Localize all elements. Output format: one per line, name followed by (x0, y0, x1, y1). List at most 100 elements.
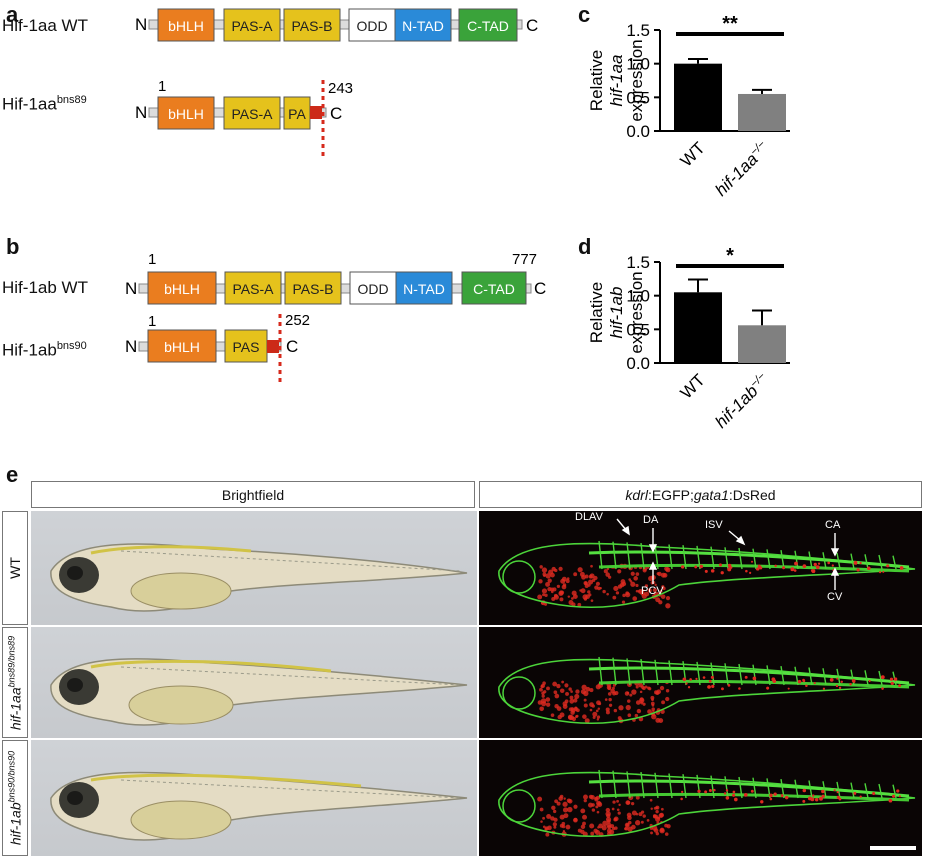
blood-cell-dot (569, 698, 575, 704)
blood-cell-dot (610, 688, 615, 694)
blood-cell-dot (819, 796, 823, 801)
blood-cell-dot (605, 807, 611, 813)
blood-cell-dot (769, 797, 773, 801)
blood-cell-dot (649, 798, 653, 802)
chart-c-category-label-1: hif-1aa−/− (711, 138, 773, 200)
blood-cell-dot (627, 699, 631, 703)
blood-cell-dot (733, 797, 738, 802)
blood-cell-dot (757, 564, 761, 568)
blood-cell-dot (566, 577, 570, 580)
blood-cell-dot (640, 820, 644, 824)
blood-cell-dot (618, 705, 624, 711)
blood-cell-dot (888, 798, 893, 803)
blood-cell-dot (585, 686, 591, 692)
blood-cell-dot (563, 813, 569, 819)
hif1ab-mut-start: 1 (148, 313, 156, 330)
blood-cell-dot (594, 829, 601, 836)
hif1ab-mut-domain-bhlh: bHLH (164, 339, 200, 355)
blood-cell-dot (595, 795, 601, 800)
blood-cell-dot (542, 593, 546, 597)
blood-cell-dot (659, 589, 663, 593)
intersegmental-vessel (808, 780, 813, 799)
blood-cell-dot (898, 795, 901, 798)
blood-cell-dot (725, 796, 730, 800)
blood-cell-dot (797, 679, 802, 684)
blood-cell-dot (592, 715, 596, 719)
blood-cell-dot (627, 713, 632, 718)
blood-cell-dot (872, 791, 876, 796)
blood-cell-dot (655, 816, 661, 822)
intersegmental-vessel (752, 777, 757, 799)
blood-cell-dot (810, 569, 814, 573)
blood-cell-dot (829, 678, 834, 682)
blood-cell-dot (725, 789, 729, 792)
blood-cell-dot (597, 586, 601, 591)
blood-cell-dot (588, 794, 593, 799)
blood-cell-dot (542, 572, 547, 577)
hif1ab-mut-n-terminus: N (125, 337, 137, 356)
hif1ab-wt-domain-pasb: PAS-B (293, 281, 334, 297)
chart-d-category-label-0: WT (677, 370, 709, 402)
blood-cell-dot (681, 790, 684, 794)
blood-cell-dot (886, 564, 890, 568)
blood-cell-dot (695, 677, 698, 680)
blood-cell-dot (833, 789, 836, 792)
blood-cell-dot (660, 807, 664, 811)
intersegmental-vessel (668, 660, 673, 686)
blood-cell-dot (539, 565, 543, 569)
hif1aa-wt-domain-pasa: PAS-A (232, 18, 274, 34)
blood-cell-dot (616, 799, 619, 803)
blood-cell-dot (582, 814, 588, 820)
intersegmental-vessel (836, 552, 841, 570)
intersegmental-vessel (892, 784, 897, 799)
blood-cell-dot (553, 825, 557, 829)
blood-cell-dot (881, 687, 884, 690)
blood-cell-dot (749, 571, 752, 574)
blood-cell-dot (625, 704, 631, 711)
blood-cell-dot (680, 565, 685, 569)
blood-cell-dot (899, 566, 904, 570)
blood-cell-dot (574, 693, 580, 700)
blood-cell-dot (595, 581, 600, 586)
blood-cell-dot (547, 825, 552, 831)
blood-cell-dot (551, 596, 556, 601)
blood-cell-dot (655, 805, 660, 810)
blood-cell-dot (660, 572, 666, 578)
blood-cell-dot (648, 687, 652, 691)
chart-c-ylabel-1: hif-1aa (607, 55, 626, 107)
blood-cell-dot (831, 564, 834, 567)
blood-cell-dot (655, 831, 660, 836)
blood-cell-dot (657, 571, 662, 577)
blood-cell-dot (606, 813, 611, 818)
blood-cell-dot (760, 800, 764, 804)
intersegmental-vessel (654, 772, 659, 799)
hif1aa-mut-n-terminus: N (135, 103, 147, 122)
hif1ab-wt-start: 1 (148, 251, 156, 268)
scale-bar (870, 846, 916, 850)
blood-cell-dot (868, 679, 871, 683)
hif1ab-mut-c-terminus: C (286, 337, 298, 356)
column-header-brightfield: Brightfield (31, 481, 475, 508)
blood-cell-dot (723, 792, 727, 795)
blood-cell-dot (565, 824, 571, 830)
blood-cell-dot (569, 695, 574, 700)
blood-cell-dot (588, 593, 592, 597)
intersegmental-vessel (738, 776, 743, 799)
blood-cell-dot (559, 688, 565, 693)
blood-cell-dot (601, 825, 607, 831)
brightfield-image-hif1ab (31, 740, 477, 856)
blood-cell-dot (665, 596, 671, 601)
blood-cell-dot (571, 602, 576, 607)
intersegmental-vessel (724, 663, 729, 686)
fluorescence-image-wt: DLAV DA ISV CA PCV CV (479, 511, 922, 625)
blood-cell-dot (579, 589, 582, 592)
blood-cell-dot (815, 565, 820, 569)
blood-cell-dot (611, 807, 615, 811)
blood-cell-dot (685, 682, 688, 685)
blood-cell-dot (618, 803, 621, 807)
blood-cell-dot (575, 708, 580, 713)
blood-cell-dot (631, 810, 637, 816)
intersegmental-vessel (724, 547, 729, 570)
intersegmental-vessel (766, 549, 771, 570)
blood-cell-dot (631, 824, 636, 830)
